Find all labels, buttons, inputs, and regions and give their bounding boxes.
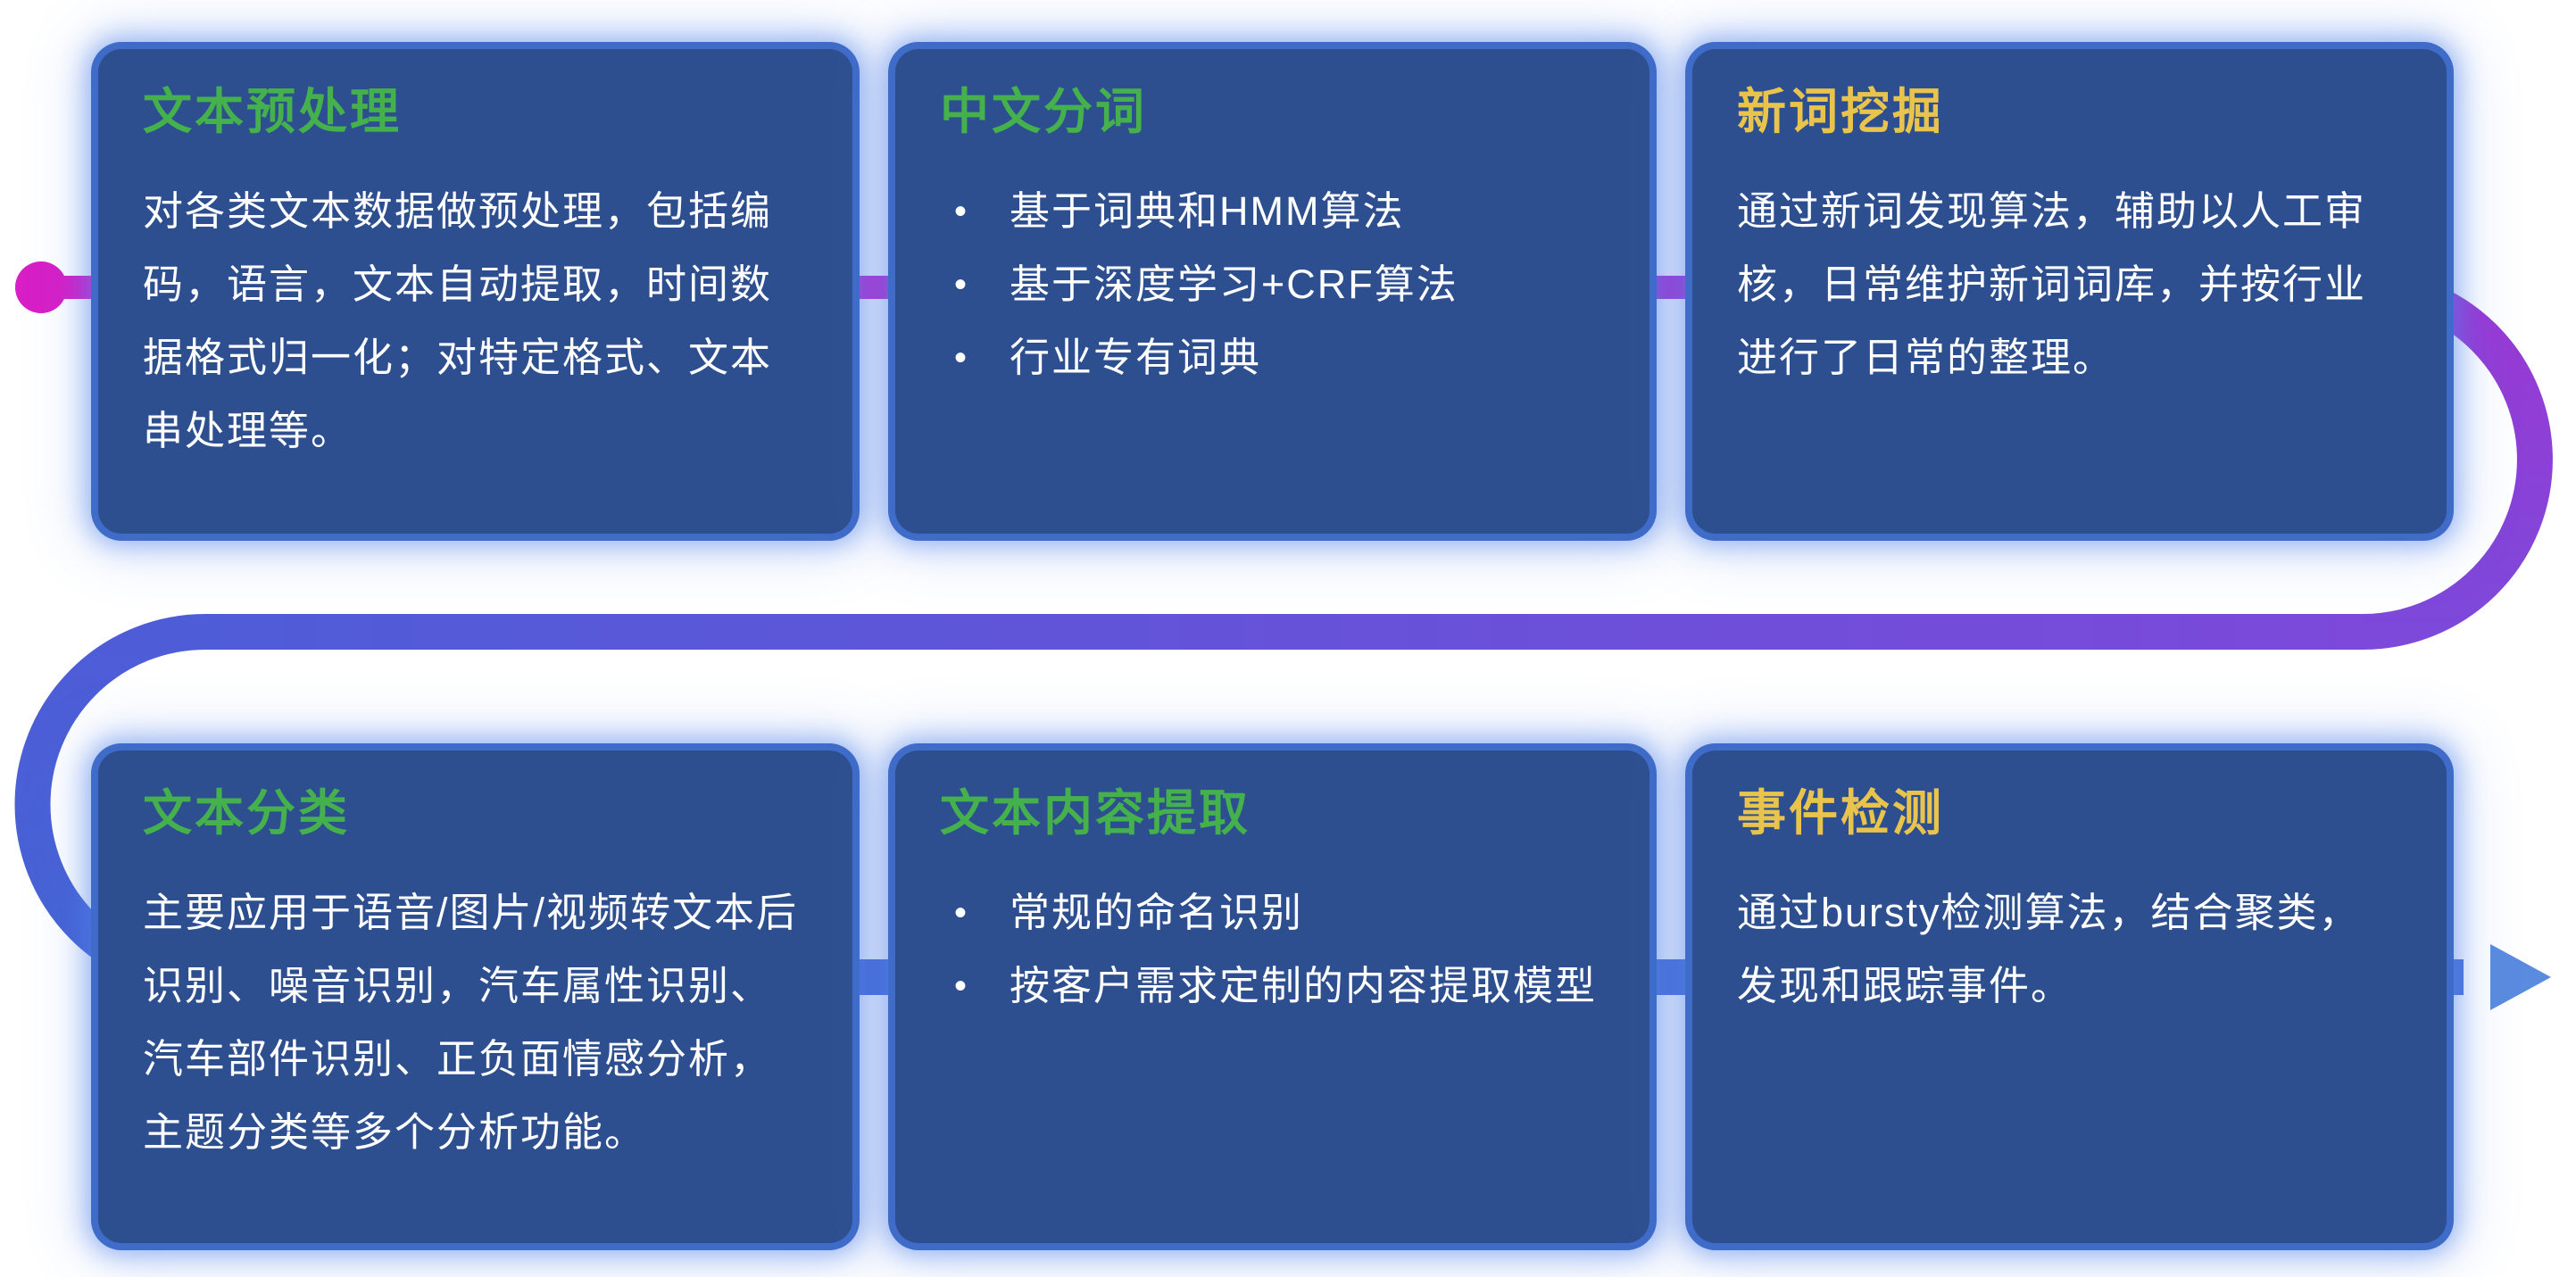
card-bullet-list-text-content-extraction: 常规的命名识别 按客户需求定制的内容提取模型	[940, 876, 1605, 1023]
card-body-event-detection: 通过bursty检测算法，结合聚类，发现和跟踪事件。	[1737, 889, 2361, 1008]
bullet-item: 常规的命名识别	[940, 876, 1605, 949]
card-title-event-detection: 事件检测	[1737, 785, 1945, 841]
flow-start-dot	[15, 261, 67, 313]
card-title-chinese-word-segmentation: 中文分词	[940, 84, 1148, 139]
card-body-text-preprocessing: 对各类文本数据做预处理，包括编码，语言，文本自动提取，时间数据格式归一化；对特定…	[143, 187, 773, 453]
bullet-item: 基于词典和HMM算法	[940, 175, 1605, 248]
card-bullet-list-chinese-word-segmentation: 基于词典和HMM算法 基于深度学习+CRF算法 行业专有词典	[940, 175, 1605, 394]
card-title-text-preprocessing: 文本预处理	[143, 84, 403, 139]
card-text-content-extraction: 文本内容提取 常规的命名识别 按客户需求定制的内容提取模型	[895, 750, 1649, 1243]
bullet-item: 按客户需求定制的内容提取模型	[940, 949, 1605, 1023]
card-chinese-word-segmentation: 中文分词 基于词典和HMM算法 基于深度学习+CRF算法 行业专有词典	[895, 49, 1649, 534]
card-new-word-mining: 新词挖掘 通过新词发现算法，辅助以人工审核，日常维护新词词库，并按行业进行了日常…	[1692, 49, 2447, 534]
card-event-detection: 事件检测 通过bursty检测算法，结合聚类，发现和跟踪事件。	[1692, 750, 2447, 1243]
card-title-new-word-mining: 新词挖掘	[1737, 84, 1945, 139]
card-body-new-word-mining: 通过新词发现算法，辅助以人工审核，日常维护新词词库，并按行业进行了日常的整理。	[1737, 187, 2367, 380]
card-body-text-classification: 主要应用于语音/图片/视频转文本后识别、噪音识别，汽车属性识别、汽车部件识别、正…	[143, 889, 799, 1155]
card-row-bottom: 文本分类 主要应用于语音/图片/视频转文本后识别、噪音识别，汽车属性识别、汽车部…	[98, 750, 2447, 1243]
flow-arrow-icon	[2490, 944, 2551, 1010]
card-title-text-content-extraction: 文本内容提取	[940, 785, 1251, 841]
card-text-classification: 文本分类 主要应用于语音/图片/视频转文本后识别、噪音识别，汽车属性识别、汽车部…	[98, 750, 852, 1243]
card-title-text-classification: 文本分类	[143, 785, 351, 841]
card-row-top: 文本预处理 对各类文本数据做预处理，包括编码，语言，文本自动提取，时间数据格式归…	[98, 49, 2447, 534]
bullet-item: 基于深度学习+CRF算法	[940, 248, 1605, 321]
card-text-preprocessing: 文本预处理 对各类文本数据做预处理，包括编码，语言，文本自动提取，时间数据格式归…	[98, 49, 852, 534]
bullet-item: 行业专有词典	[940, 321, 1605, 394]
